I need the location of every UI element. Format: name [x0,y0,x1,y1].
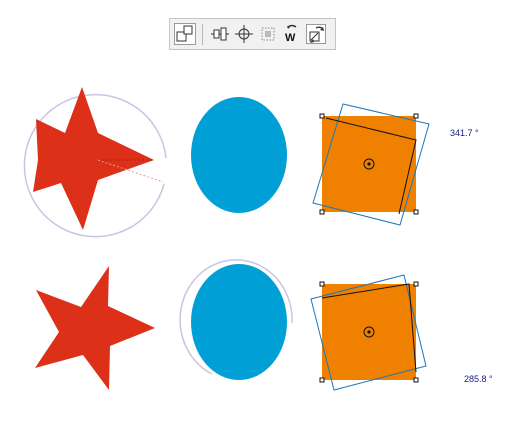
rotation-center-dot [367,330,371,334]
toolbar-separator [202,24,203,45]
star-shape[interactable] [35,266,155,390]
rotation-preview-outline [310,274,427,391]
bounding-box-tool-button[interactable] [258,24,278,44]
rotation-guide-line [97,159,164,183]
rotation-guide-circle [23,93,167,238]
rotation-preview-edge [325,117,417,215]
transform-w-icon: W [285,24,297,44]
rotation-angle-readout: 285.8 ° [464,374,493,384]
rotation-angle-readout: 341.7 ° [450,128,479,138]
ellipse-shape[interactable] [191,97,287,213]
align-center-horizontal-icon [211,27,229,41]
rotation-guide-arc [179,259,293,375]
align-tool-button[interactable] [210,24,230,44]
pick-rotate-tool-button[interactable] [306,24,326,44]
rotation-preview-outline [312,103,430,226]
rotation-center-marker[interactable] [363,326,375,338]
center-tool-button[interactable] [234,24,254,44]
rotation-center-dot [367,162,371,166]
selection-handles[interactable] [319,113,419,215]
pick-rotate-icon [309,26,324,43]
star-shape[interactable] [33,87,154,230]
svg-text:W: W [285,32,296,44]
transform-tool-button[interactable]: W [282,24,302,44]
center-crosshair-icon [235,25,253,43]
bounding-box-icon [261,27,275,41]
arrange-icon [176,25,193,42]
rotation-center-marker[interactable] [363,158,375,170]
toolbar: W [169,18,336,50]
selection-handles[interactable] [319,281,419,383]
arrange-tool-button[interactable] [174,23,196,45]
ellipse-shape[interactable] [191,264,287,380]
rotation-preview-edge [321,283,417,373]
